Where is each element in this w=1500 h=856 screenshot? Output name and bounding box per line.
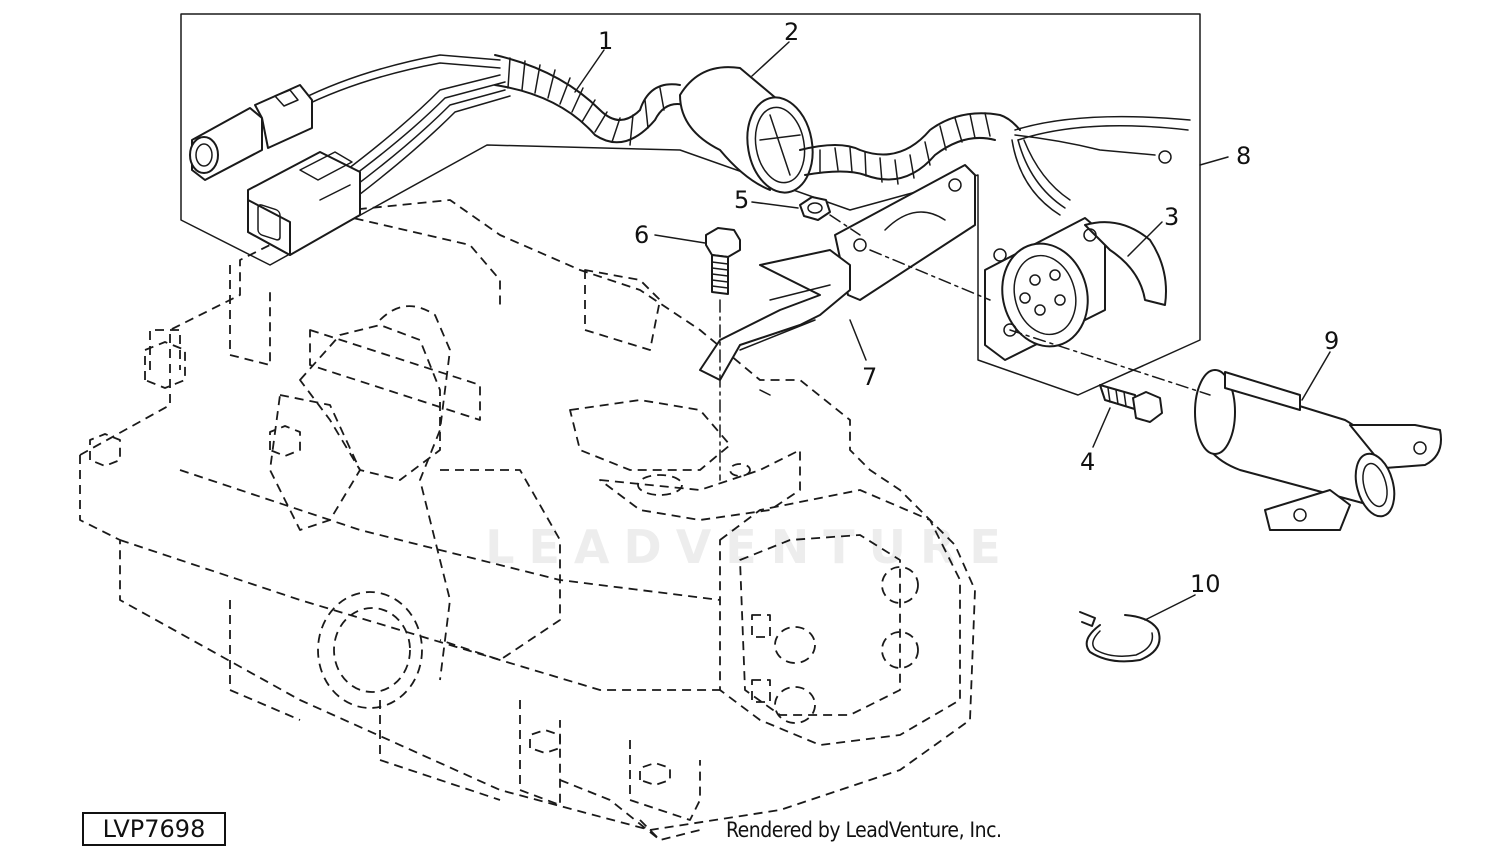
callout-1: 1 (598, 27, 613, 55)
sleeve (679, 66, 814, 194)
figure-id: LVP7698 (82, 812, 226, 846)
callout-7: 7 (862, 363, 877, 391)
render-credit: Rendered by LeadVenture, Inc. (726, 818, 1002, 842)
nut (799, 196, 831, 221)
watermark: LEADVENTURE (485, 520, 1015, 574)
leader-lines (574, 41, 1331, 621)
callout-2: 2 (784, 18, 799, 46)
callout-10: 10 (1190, 570, 1221, 598)
socket-cover (1194, 369, 1442, 531)
harness-to-socket (799, 112, 1191, 216)
cap-screw-4 (1099, 384, 1163, 423)
callout-5: 5 (734, 186, 749, 214)
wiring-harness (189, 54, 686, 256)
housing-bolts (89, 329, 671, 786)
callout-9: 9 (1324, 327, 1339, 355)
callout-6: 6 (634, 221, 649, 249)
assembly-lines (719, 214, 1211, 481)
bracket (699, 164, 976, 381)
hitch-housing-outline (79, 199, 976, 841)
callout-labels: 1 2 3 4 5 6 7 8 9 10 (598, 18, 1339, 598)
cap-screw-6 (705, 227, 741, 295)
callout-4: 4 (1080, 448, 1095, 476)
socket (984, 217, 1167, 361)
callout-8: 8 (1236, 142, 1251, 170)
callout-3: 3 (1164, 203, 1179, 231)
clamp (1079, 611, 1161, 663)
